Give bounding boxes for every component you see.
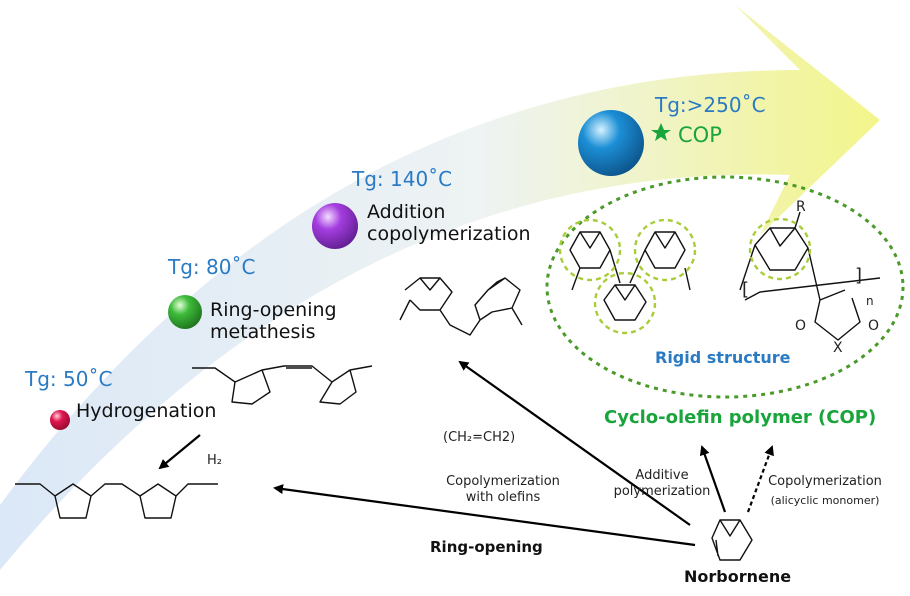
arrow-additive-polymerization [699, 445, 727, 513]
path-ring-opening: Ring-opening [430, 538, 543, 556]
dashed-circle-1 [558, 218, 622, 282]
path-additive-line1: Additive [635, 468, 689, 483]
reagent-ethylene: (CH₂=CH2) [443, 430, 516, 445]
o-right: O [868, 318, 880, 334]
label-addition-line2: copolymerization [367, 223, 531, 245]
star-icon [651, 123, 671, 141]
dashed-circle-3 [593, 271, 657, 335]
reagent-h2: H₂ [207, 453, 222, 468]
tg-hydrogenation: Tg: 50˚C [25, 367, 113, 391]
sphere-hydrogenation [50, 410, 70, 430]
cop-title: Cyclo-olefin polymer (COP) [604, 407, 877, 428]
bracket-left: [ [742, 279, 750, 300]
sphere-ring-opening [168, 295, 202, 329]
sphere-addition [312, 203, 358, 249]
label-cop: COP [678, 123, 722, 147]
path-alicyclic-line2: (alicyclic monomer) [770, 494, 880, 507]
arrow-h2 [158, 434, 201, 470]
o-left: O [795, 318, 807, 334]
rigid-structure-ellipse [545, 175, 905, 399]
structure-rigid-cluster [569, 231, 691, 321]
label-hydrogenation: Hydrogenation [76, 400, 217, 422]
rigid-structure-label: Rigid structure [655, 348, 791, 367]
structure-metathesis-polymer [192, 365, 373, 405]
n-subscript: n [866, 294, 874, 308]
path-copolymerization-olefins-line1: Copolymerization [446, 474, 560, 489]
structure-hydrogenated-polymer [15, 483, 218, 519]
path-alicyclic-line1: Copolymerization [768, 474, 882, 489]
arrow-ring-opening [273, 484, 696, 547]
arrow-alicyclic-copolymerization [746, 445, 774, 513]
path-copolymerization-olefins-line2: with olefins [465, 490, 541, 505]
arrow-copolymerization-olefins [458, 360, 691, 526]
label-ring-opening-line1: Ring-opening [210, 299, 337, 321]
sphere-cop [578, 110, 644, 176]
r-group: R [796, 199, 806, 215]
tg-ring-opening: Tg: 80˚C [168, 255, 256, 279]
path-additive-line2: polymerization [613, 484, 711, 499]
bracket-right: ] [855, 265, 863, 286]
label-ring-opening-line2: metathesis [210, 321, 316, 343]
dashed-circle-4 [748, 217, 812, 281]
label-addition-line1: Addition [367, 201, 446, 223]
progress-arrow [0, 5, 880, 570]
norbornene-label: Norbornene [684, 567, 792, 586]
structure-norbornene [711, 519, 753, 561]
structure-rigid-polymer [739, 211, 881, 341]
tg-cop: Tg:>250˚C [655, 93, 766, 117]
x-atom: X [833, 340, 843, 356]
structure-addition-copolymer [399, 277, 523, 336]
dashed-circle-2 [633, 218, 697, 282]
tg-addition: Tg: 140˚C [352, 167, 453, 191]
